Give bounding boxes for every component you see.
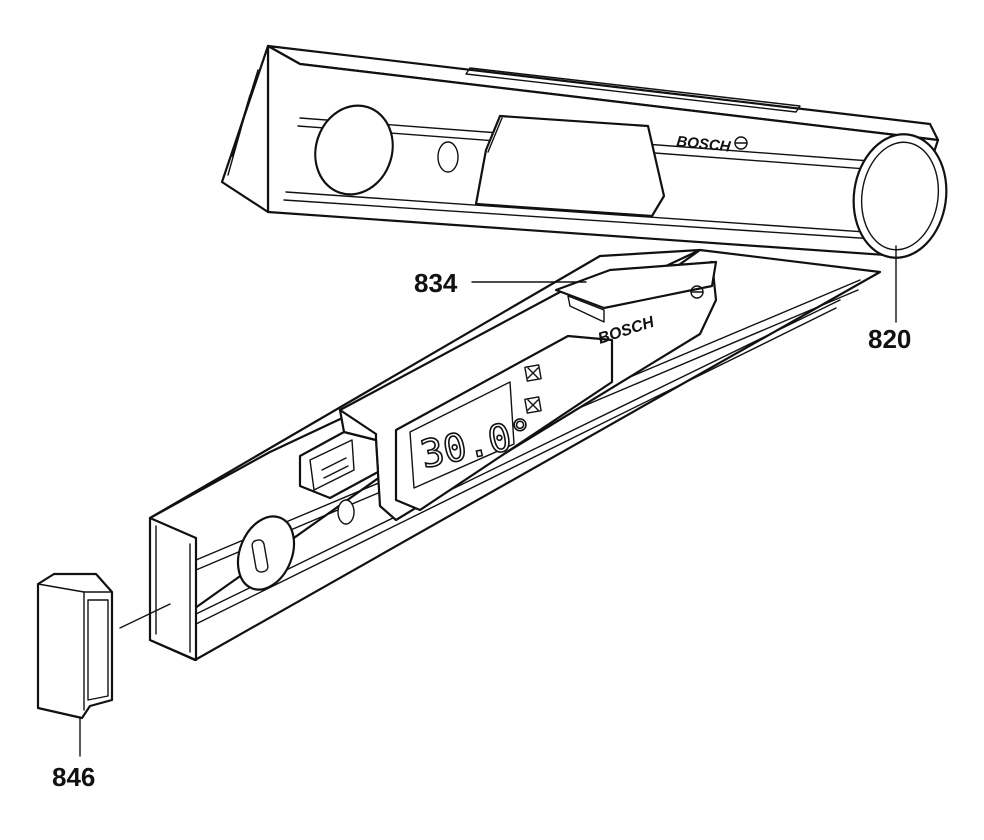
- lower-body: 30.0° BOSCH: [148, 248, 882, 662]
- upper-arm-brand: BOSCH: [676, 133, 733, 156]
- callout-leaders: [79, 245, 897, 757]
- upper-arm: BOSCH: [220, 44, 948, 259]
- callout-834: 834: [414, 268, 458, 298]
- hinge-cap: [852, 133, 948, 259]
- end-cap: [36, 572, 114, 720]
- leader-end-cap-to-body: [119, 603, 171, 629]
- callout-820: 820: [868, 324, 911, 354]
- callout-846: 846: [52, 762, 95, 792]
